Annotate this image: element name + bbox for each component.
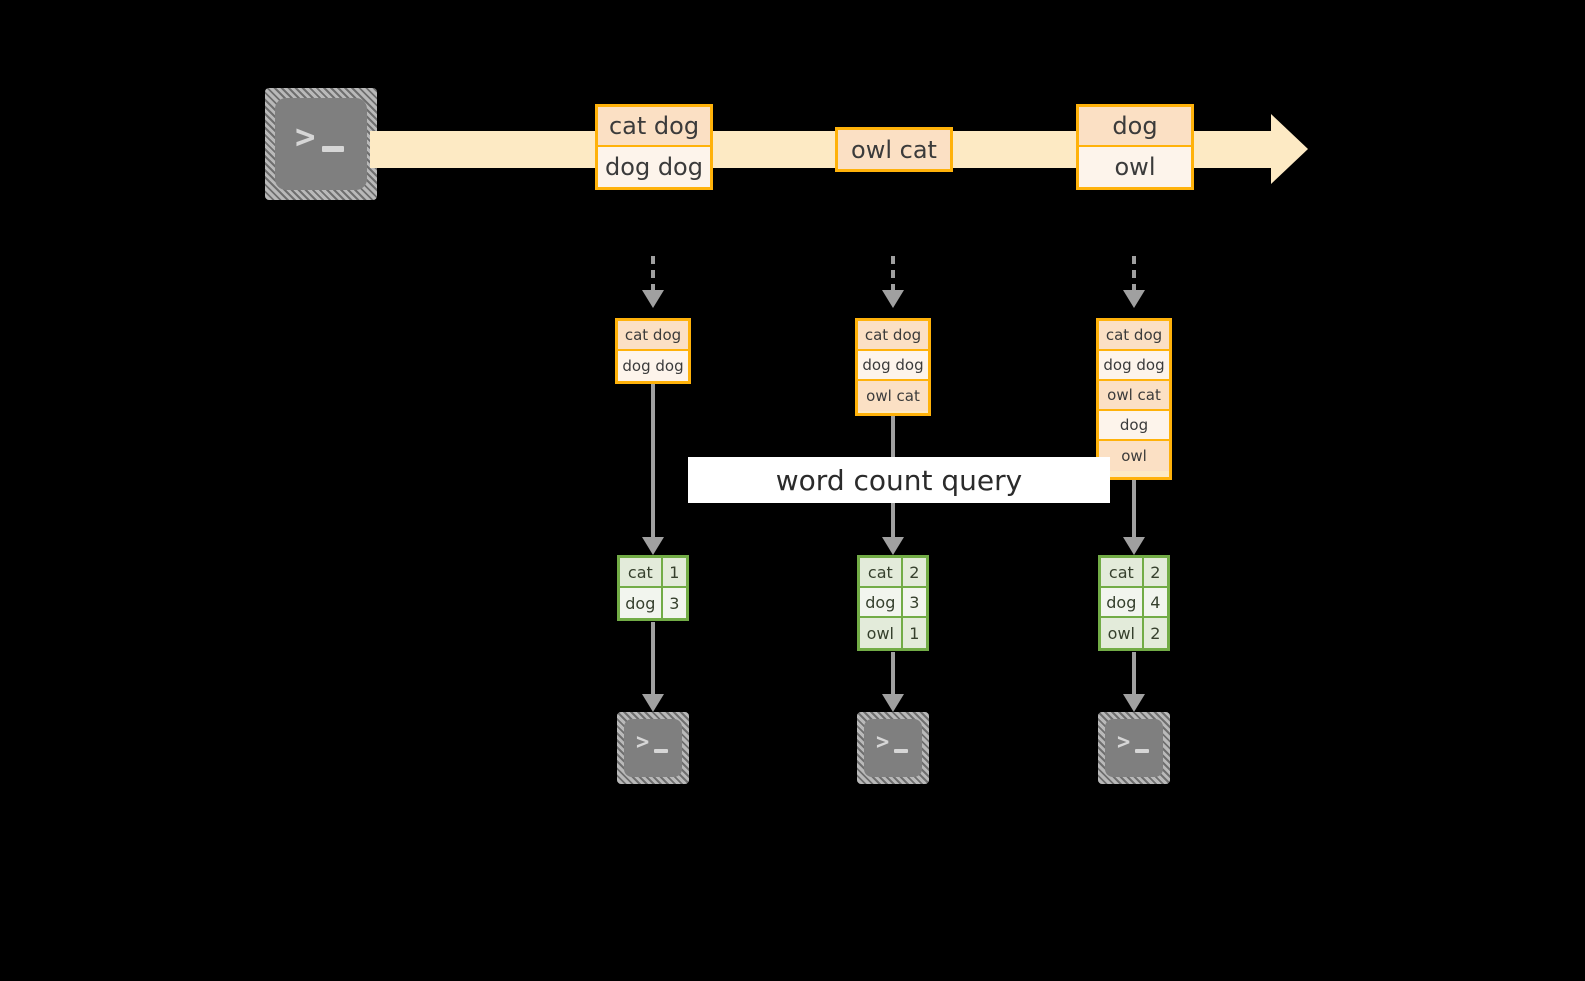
accumulated-log-1: cat dog dog dog <box>615 318 691 384</box>
log-line: cat dog <box>858 321 928 351</box>
word-cell: owl <box>860 618 903 648</box>
table-row: dog 3 <box>620 588 686 618</box>
stream-message-2: owl cat <box>835 127 953 172</box>
log-line: dog <box>1099 411 1169 441</box>
result-table-1: cat 1 dog 3 <box>617 555 689 621</box>
drop-connector-2 <box>891 256 895 292</box>
query-arrowhead-1-icon <box>642 537 664 555</box>
drop-connector-3 <box>1132 256 1136 292</box>
word-cell: dog <box>1101 588 1144 616</box>
result-table-3: cat 2 dog 4 owl 2 <box>1098 555 1170 651</box>
log-line: cat dog <box>1099 321 1169 351</box>
output-arrowhead-1-icon <box>642 694 664 712</box>
log-line: dog dog <box>858 351 928 381</box>
table-row: dog 3 <box>860 588 926 618</box>
log-line: cat dog <box>618 321 688 351</box>
table-row: owl 2 <box>1101 618 1167 648</box>
word-cell: cat <box>620 558 663 586</box>
query-label: word count query <box>688 457 1110 503</box>
sink-terminal-icon-1: > <box>617 712 689 784</box>
prompt-cursor-icon <box>322 146 344 152</box>
word-cell: dog <box>620 588 663 618</box>
prompt-cursor-icon <box>1135 749 1149 753</box>
prompt-chevron-icon: > <box>636 730 650 755</box>
result-table-2: cat 2 dog 3 owl 1 <box>857 555 929 651</box>
word-cell: owl <box>1101 618 1144 648</box>
log-line: owl <box>1099 441 1169 471</box>
output-connector-3 <box>1132 652 1136 694</box>
log-line: dog dog <box>1099 351 1169 381</box>
word-cell: cat <box>1101 558 1144 586</box>
output-connector-1 <box>651 622 655 694</box>
stream-message-line: dog dog <box>598 147 710 187</box>
terminal-screen: > <box>864 719 922 777</box>
query-connector-1 <box>651 384 655 537</box>
count-cell: 3 <box>662 588 686 618</box>
stream-arrowhead-icon <box>1271 114 1308 184</box>
stream-message-3: dog owl <box>1076 104 1194 190</box>
count-cell: 2 <box>1143 558 1167 586</box>
drop-connector-1 <box>651 256 655 292</box>
prompt-cursor-icon <box>894 749 908 753</box>
terminal-screen: > <box>275 98 367 190</box>
output-connector-2 <box>891 652 895 694</box>
query-arrowhead-3-icon <box>1123 537 1145 555</box>
sink-terminal-icon-2: > <box>857 712 929 784</box>
count-cell: 2 <box>1143 618 1167 648</box>
log-line: owl cat <box>1099 381 1169 411</box>
count-cell: 1 <box>902 618 926 648</box>
prompt-cursor-icon <box>654 749 668 753</box>
log-line: dog dog <box>618 351 688 381</box>
count-cell: 4 <box>1143 588 1167 616</box>
terminal-screen: > <box>1105 719 1163 777</box>
accumulated-log-3: cat dog dog dog owl cat dog owl <box>1096 318 1172 480</box>
count-cell: 3 <box>902 588 926 616</box>
stream-message-line: owl cat <box>838 130 950 169</box>
prompt-chevron-icon: > <box>295 117 316 157</box>
query-arrowhead-2-icon <box>882 537 904 555</box>
table-row: owl 1 <box>860 618 926 648</box>
word-cell: cat <box>860 558 903 586</box>
terminal-screen: > <box>624 719 682 777</box>
query-connector-3 <box>1132 480 1136 537</box>
table-row: dog 4 <box>1101 588 1167 618</box>
drop-arrowhead-2-icon <box>882 290 904 308</box>
stream-message-line: dog <box>1079 107 1191 147</box>
stream-message-1: cat dog dog dog <box>595 104 713 190</box>
sink-terminal-icon-3: > <box>1098 712 1170 784</box>
table-row: cat 2 <box>860 558 926 588</box>
accumulated-log-2: cat dog dog dog owl cat <box>855 318 931 416</box>
output-arrowhead-3-icon <box>1123 694 1145 712</box>
count-cell: 2 <box>902 558 926 586</box>
stream-message-line: owl <box>1079 147 1191 187</box>
prompt-chevron-icon: > <box>1117 730 1131 755</box>
word-cell: dog <box>860 588 903 616</box>
table-row: cat 2 <box>1101 558 1167 588</box>
table-row: cat 1 <box>620 558 686 588</box>
prompt-chevron-icon: > <box>876 730 890 755</box>
drop-arrowhead-1-icon <box>642 290 664 308</box>
output-arrowhead-2-icon <box>882 694 904 712</box>
count-cell: 1 <box>662 558 686 586</box>
stream-message-line: cat dog <box>598 107 710 147</box>
drop-arrowhead-3-icon <box>1123 290 1145 308</box>
source-terminal-icon: > <box>265 88 377 200</box>
log-line: owl cat <box>858 381 928 411</box>
